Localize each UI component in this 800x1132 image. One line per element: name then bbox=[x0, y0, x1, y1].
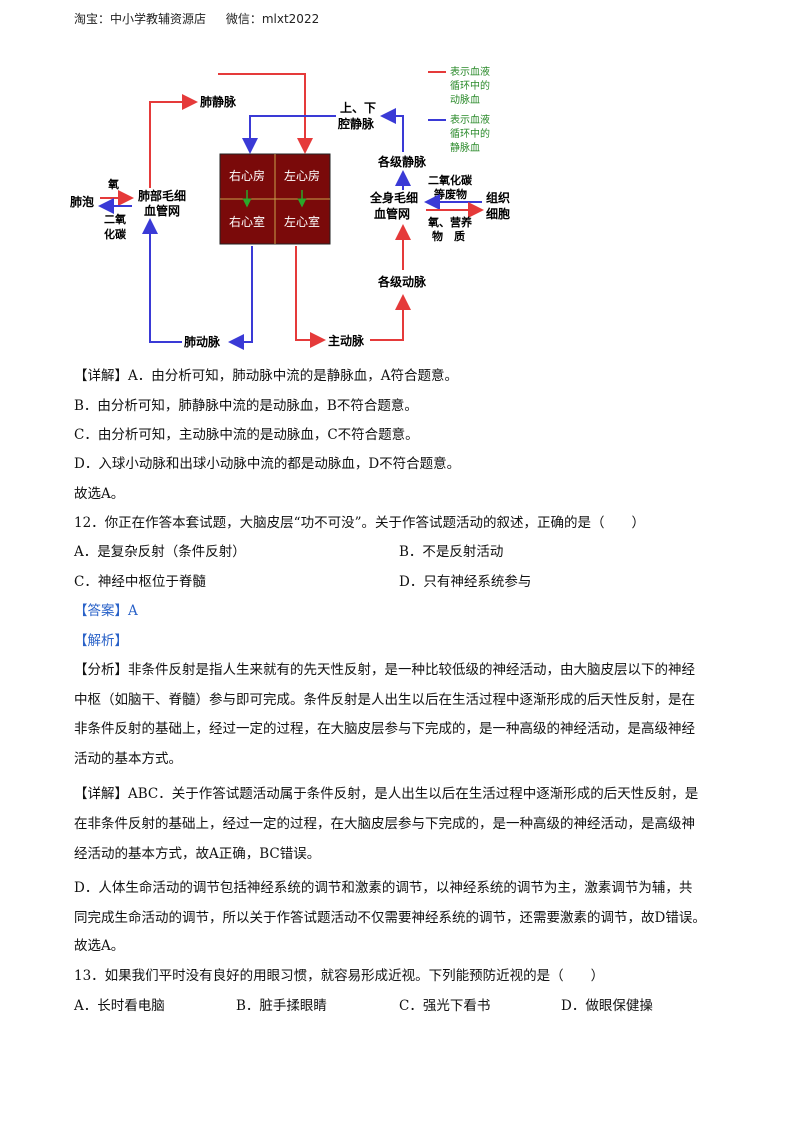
q11-detail-c: C．由分析可知，主动脉中流的是动脉血，C不符合题意。 bbox=[74, 427, 419, 443]
shop-name: 淘宝：中小学教辅资源店 bbox=[74, 12, 207, 26]
pulmonary-vein-label: 肺静脉 bbox=[200, 94, 237, 109]
waste-label-1: 二氧化碳 bbox=[428, 173, 473, 187]
arteries-all-label: 各级动脉 bbox=[377, 274, 427, 289]
alveoli-label: 肺泡 bbox=[70, 194, 94, 209]
body-capillary-label-2: 血管网 bbox=[374, 206, 410, 221]
q12-detail-line-3: 经活动的基本方式，故A正确，BC错误。 bbox=[74, 846, 321, 862]
q13-stem: 13．如果我们平时没有良好的用眼习惯，就容易形成近视。下列能预防近视的是（ ） bbox=[74, 968, 605, 984]
lung-capillary-label-1: 肺部毛细 bbox=[138, 188, 186, 203]
aorta-to-arteries bbox=[370, 294, 411, 341]
q13-option-d: D．做眼保健操 bbox=[561, 998, 653, 1014]
pulmonary-artery-path-2 bbox=[142, 218, 182, 343]
q12-stem: 12．你正在作答本套试题，大脑皮层“功不可没”。关于作答试题活动的叙述，正确的是… bbox=[74, 515, 645, 531]
q11-choose: 故选A。 bbox=[74, 486, 125, 502]
q12-detail-line-2: 在非条件反射的基础上，经过一定的过程，在大脑皮层参与下完成的，是一种高级的神经活… bbox=[74, 816, 695, 832]
nutrient-label-1: 氧、营养 bbox=[427, 215, 473, 229]
veins-to-vena-cava bbox=[380, 108, 404, 152]
q12-option-d: D．只有神经系统参与 bbox=[399, 574, 532, 590]
pulmonary-vein-path-2 bbox=[218, 73, 313, 154]
vena-cava-label-2: 腔静脉 bbox=[337, 116, 375, 131]
legend: 表示血液 循环中的 动脉血 表示血液 循环中的 静脉血 bbox=[428, 65, 490, 154]
right-atrium-label: 右心房 bbox=[229, 168, 265, 183]
q12-detail-line-4: D．人体生命活动的调节包括神经系统的调节和激素的调节，以神经系统的调节为主，激素… bbox=[74, 880, 693, 896]
legend-red-text-1: 表示血液 bbox=[450, 65, 490, 78]
vena-cava-label-1: 上、下 bbox=[340, 100, 376, 115]
legend-blue-text-3: 静脉血 bbox=[450, 141, 480, 154]
q12-analysis-line-4: 活动的基本方式。 bbox=[74, 751, 182, 767]
vena-cava-path bbox=[242, 115, 336, 154]
q12-detail-line-5: 同完成生命活动的调节，所以关于作答试题活动不仅需要神经系统的调节，还需要激素的调… bbox=[74, 910, 706, 926]
q12-option-b: B．不是反射活动 bbox=[399, 544, 504, 560]
q12-analysis-title: 【解析】 bbox=[74, 633, 128, 649]
waste-label-2: 等废物 bbox=[433, 187, 467, 201]
q11-detail-b: B．由分析可知，肺静脉中流的是动脉血，B不符合题意。 bbox=[74, 398, 418, 414]
q12-option-c: C．神经中枢位于脊髓 bbox=[74, 574, 206, 590]
q13-option-b: B．脏手揉眼睛 bbox=[236, 998, 327, 1014]
pulmonary-artery-label: 肺动脉 bbox=[184, 334, 221, 349]
pulmonary-artery-path bbox=[228, 246, 253, 350]
q13-option-c: C．强光下看书 bbox=[399, 998, 491, 1014]
q12-answer: 【答案】A bbox=[74, 603, 138, 619]
wechat-id: 微信：mlxt2022 bbox=[225, 12, 320, 26]
q12-choose: 故选A。 bbox=[74, 938, 125, 954]
right-ventricle-label: 右心室 bbox=[229, 214, 265, 229]
left-atrium-label: 左心房 bbox=[284, 168, 320, 183]
q12-analysis-line-2: 中枢（如脑干、脊髓）参与即可完成。条件反射是人出生以后在生活过程中逐渐形成的后天… bbox=[74, 692, 695, 708]
q11-detail-d: D．入球小动脉和出球小动脉中流的都是动脉血，D不符合题意。 bbox=[74, 456, 461, 472]
aorta-path bbox=[295, 246, 326, 348]
lung-capillary-label-2: 血管网 bbox=[144, 203, 180, 218]
q12-analysis-line-3: 非条件反射的基础上，经过一定的过程，在大脑皮层参与下完成的，是一种高级的神经活动… bbox=[74, 721, 695, 737]
heart: 右心房 左心房 右心室 左心室 bbox=[219, 153, 331, 245]
q13-option-a: A．长时看电脑 bbox=[74, 998, 165, 1014]
aorta-label: 主动脉 bbox=[328, 333, 365, 348]
co2-label-2: 化碳 bbox=[104, 227, 127, 241]
legend-red-text-2: 循环中的 bbox=[450, 79, 490, 92]
q12-detail-line-1: 【详解】ABC．关于作答试题活动属于条件反射，是人出生以后在生活过程中逐渐形成的… bbox=[74, 786, 699, 802]
legend-red-text-3: 动脉血 bbox=[450, 93, 480, 106]
tissue-cell-label-1: 组织 bbox=[486, 190, 510, 205]
body-capillary-label-1: 全身毛细 bbox=[369, 190, 418, 205]
nutrient-label-2: 物 质 bbox=[432, 229, 465, 243]
pulmonary-vein-path bbox=[149, 94, 198, 188]
q12-option-a: A．是复杂反射（条件反射） bbox=[74, 544, 246, 560]
q11-detail-a: 【详解】A．由分析可知，肺动脉中流的是静脉血，A符合题意。 bbox=[74, 368, 458, 384]
veins-all-label: 各级静脉 bbox=[377, 154, 427, 169]
legend-blue-text-1: 表示血液 bbox=[450, 113, 490, 126]
page-header: 淘宝：中小学教辅资源店 微信：mlxt2022 bbox=[74, 10, 335, 27]
legend-blue-text-2: 循环中的 bbox=[450, 127, 490, 140]
left-ventricle-label: 左心室 bbox=[284, 214, 320, 229]
q12-analysis-line-1: 【分析】非条件反射是指人生来就有的先天性反射，是一种比较低级的神经活动，由大脑皮… bbox=[74, 662, 695, 678]
blood-circulation-diagram: 右心房 左心房 右心室 左心室 肺静脉 上、下 腔静脉 各级静脉 肺部毛细 血管… bbox=[70, 65, 510, 350]
co2-label-1: 二氧 bbox=[104, 212, 126, 226]
oxygen-label: 氧 bbox=[107, 177, 119, 191]
tissue-cell-label-2: 细胞 bbox=[486, 206, 510, 221]
